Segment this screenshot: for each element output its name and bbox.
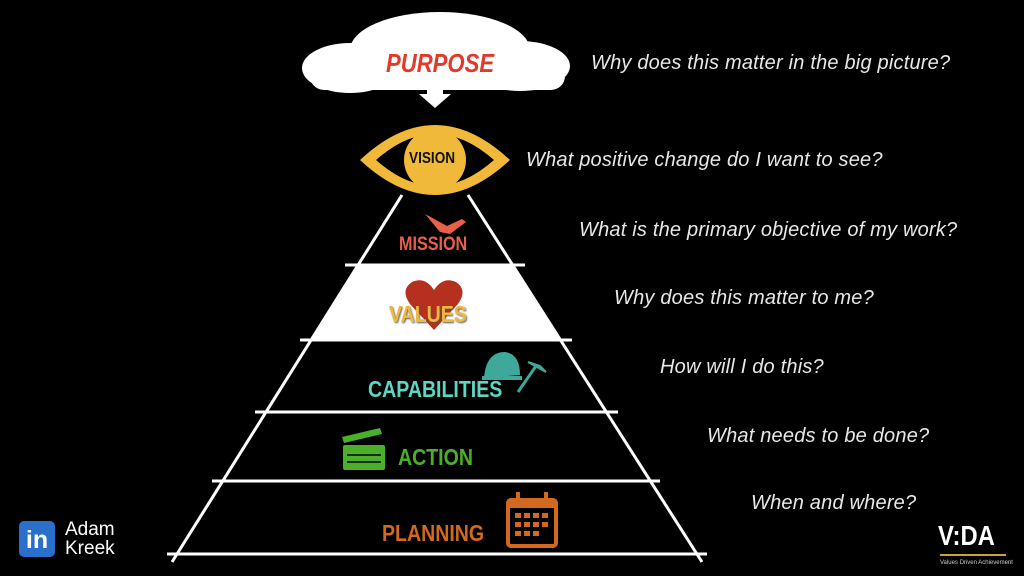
arrow-down-icon [419,86,451,108]
author-first-name: Adam [65,519,115,540]
clapperboard-icon [342,428,385,470]
author-last-name: Kreek [65,538,115,559]
hard-hat-hammer-icon [482,352,547,393]
capabilities-label: CAPABILITIES [368,376,503,402]
planning-label: PLANNING [382,520,485,546]
pyramid-left-edge [170,194,404,563]
action-label: ACTION [398,444,473,470]
mission-question: What is the primary objective of my work… [579,219,958,241]
capabilities-question: How will I do this? [660,356,824,378]
rocket-icon [425,214,466,234]
level-dividers [167,263,707,556]
values-label: VALUES [389,301,467,327]
vida-logo-underline [940,554,1006,556]
vision-label: VISION [409,150,456,167]
values-question: Why does this matter to me? [614,287,874,309]
pyramid-right-edge [466,194,704,563]
heart-icon [405,280,463,330]
vida-tagline: Values Driven Achievement [940,560,1013,566]
mission-label: MISSION [399,234,468,255]
purpose-label: PURPOSE [386,48,495,78]
calendar-icon [506,492,558,548]
cloud-shape [302,12,570,93]
linkedin-icon[interactable]: in [19,521,55,557]
purpose-question: Why does this matter in the big picture? [591,52,951,74]
vida-logo: V:DA [938,520,995,551]
planning-question: When and where? [751,492,917,514]
vision-question: What positive change do I want to see? [526,149,883,171]
action-question: What needs to be done? [707,425,930,447]
eye-icon [360,125,510,195]
